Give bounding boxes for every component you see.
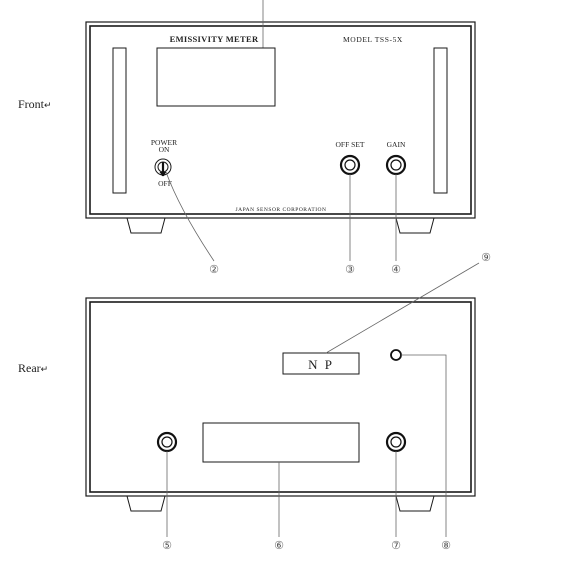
- power-label: POWER: [151, 138, 177, 147]
- callout-6: ⑥: [274, 540, 284, 552]
- leader-9: [325, 262, 480, 354]
- nameplate-text: N P: [308, 357, 334, 372]
- rear-panel-inner-frame: [89, 301, 472, 493]
- rear-view-label: Rear↵: [18, 361, 48, 375]
- rear-panel: N P: [85, 297, 476, 497]
- leader-8: [401, 354, 447, 537]
- front-left-handle: [112, 47, 127, 194]
- callout-3: ③: [345, 264, 355, 276]
- front-left-foot: [126, 217, 166, 234]
- front-panel: EMISSIVITY METER MODEL TSS-5X POWER ON O…: [85, 0, 476, 219]
- callout-9: ⑨: [481, 252, 491, 264]
- gain-label: GAIN: [387, 140, 406, 149]
- rear-right-terminal[interactable]: [385, 431, 407, 453]
- power-switch-arrow-icon: [159, 172, 167, 177]
- front-panel-outer-frame: [85, 21, 476, 219]
- callout-8: ⑧: [441, 540, 451, 552]
- callout-5: ⑤: [162, 540, 172, 552]
- power-off-label: OFF: [158, 179, 172, 188]
- power-toggle-switch[interactable]: [154, 158, 172, 177]
- power-on-label: ON: [159, 145, 170, 154]
- front-view-label: Front↵: [18, 97, 52, 111]
- nameplate: [282, 352, 360, 375]
- model-number: MODEL TSS-5X: [343, 35, 403, 44]
- rear-left-terminal[interactable]: [156, 431, 178, 453]
- offset-knob[interactable]: [339, 154, 361, 176]
- rear-panel-outer-frame: [85, 297, 476, 497]
- rear-connector-slot: [202, 422, 360, 463]
- callout-2: ②: [209, 264, 219, 276]
- leader-2: [165, 171, 215, 262]
- front-panel-inner-frame: [89, 25, 472, 215]
- rear-right-foot: [395, 495, 435, 512]
- front-right-foot: [395, 217, 435, 234]
- callout-4: ④: [391, 264, 401, 276]
- gain-knob[interactable]: [385, 154, 407, 176]
- front-right-handle: [433, 47, 448, 194]
- display-window: [156, 47, 276, 107]
- rear-small-jack[interactable]: [390, 349, 402, 361]
- callout-7: ⑦: [391, 540, 401, 552]
- offset-label: OFF SET: [336, 140, 365, 149]
- manufacturer-name: JAPAN SENSOR CORPORATION: [236, 207, 327, 213]
- rear-left-foot: [126, 495, 166, 512]
- instrument-title: EMISSIVITY METER: [170, 34, 259, 44]
